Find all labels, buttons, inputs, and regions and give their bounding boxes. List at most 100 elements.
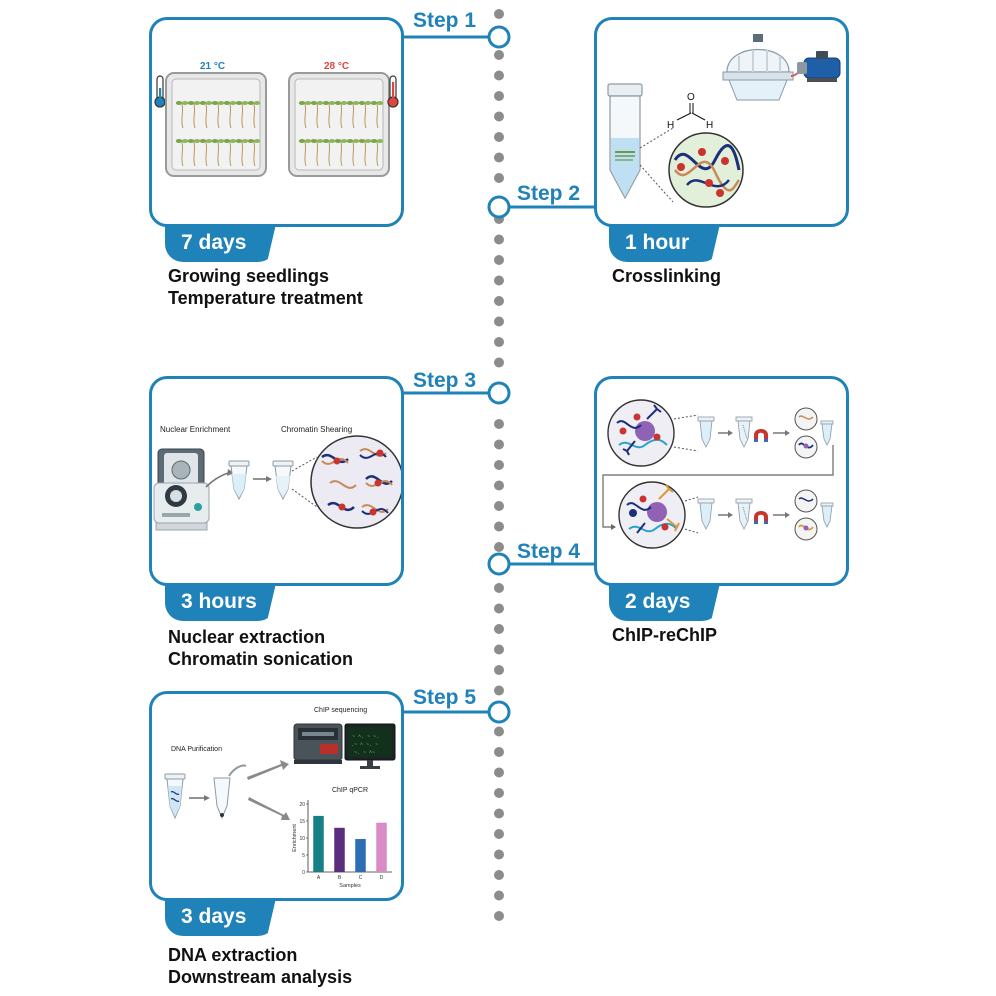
timeline-dot: [494, 480, 504, 491]
y-tick-label: 5: [302, 853, 305, 859]
sheared-chromatin-zoom: [310, 435, 401, 529]
step5-card: DNA Purification ChIP sequencing: [149, 691, 404, 901]
temp-low-label: 21 °C: [200, 61, 226, 72]
step2-card: O H H: [594, 17, 849, 227]
step5-desc-line-2: Downstream analysis: [168, 967, 353, 987]
timeline-dot: [494, 890, 504, 901]
seedling: [322, 101, 336, 129]
timeline-dot: [494, 788, 504, 798]
svg-text:O: O: [687, 92, 695, 103]
magnet-icon-1: [754, 429, 768, 442]
chart-title: ChIP qPCR: [332, 787, 368, 794]
step1-desc-line-1: Growing seedlings: [168, 266, 330, 286]
chip-rechip-illustration: [602, 399, 834, 549]
step1-duration-badge: 7 days: [165, 224, 276, 262]
step1-description: Growing seedlings Temperature treatment: [168, 265, 363, 309]
timeline-dot: [494, 665, 504, 675]
step1-node: [487, 25, 511, 49]
timeline-dot: [494, 91, 504, 101]
step2-duration-badge: 1 hour: [609, 224, 720, 262]
formaldehyde-structure: O H H: [667, 92, 713, 131]
timeline-dot: [494, 234, 504, 245]
timeline-dot: [494, 747, 504, 757]
microtube-r2-b: [735, 498, 753, 530]
x-tick-label: A: [317, 875, 321, 881]
x-axis-label: Samples: [339, 883, 361, 889]
timeline-dot: [494, 870, 504, 880]
bar-C: [355, 839, 366, 872]
timeline-dot: [494, 296, 504, 306]
svg-text:~ ^. ~ ~.: ~ ^. ~ ~.: [352, 734, 379, 740]
timeline-dot: [494, 521, 504, 532]
timeline-dot: [494, 726, 504, 737]
seedling: [370, 101, 384, 129]
timeline-dot: [494, 501, 504, 511]
seedling: [346, 139, 360, 167]
step1-desc-line-2: Temperature treatment: [168, 288, 363, 308]
y-axis-label: Enrichment: [292, 824, 298, 852]
y-tick-label: 15: [299, 819, 305, 825]
timeline-dot: [494, 583, 504, 593]
y-tick-label: 10: [299, 836, 305, 842]
seedling: [298, 101, 312, 129]
timeline-dot: [494, 70, 504, 81]
conical-tube-icon: [607, 83, 643, 200]
timeline-dot: [494, 9, 504, 19]
seedling: [211, 139, 225, 167]
timeline-dot: [494, 337, 504, 347]
seedling: [310, 101, 324, 129]
microtube-r1-b: [735, 416, 753, 448]
monitor-icon: ~ ^. ~ ~. .~ ^ ~. ~ ~. ~ ^~: [344, 723, 396, 769]
timeline-dot: [494, 132, 504, 142]
timeline-dot: [494, 173, 504, 183]
seedling: [235, 101, 249, 129]
timeline-dot: [494, 255, 504, 265]
step4-description: ChIP-reChIP: [612, 624, 717, 646]
bar-A: [313, 815, 324, 872]
chromatin-shearing-label: Chromatin Shearing: [281, 425, 353, 434]
step4-desc-line-1: ChIP-reChIP: [612, 625, 718, 645]
timeline-dot: [494, 808, 504, 819]
step5-desc-line-1: DNA extraction: [168, 945, 298, 965]
timeline-dot: [494, 849, 504, 860]
thermometer-hot-icon: [387, 75, 399, 108]
seedling: [247, 139, 261, 167]
seedling: [322, 139, 336, 167]
bar-D: [376, 822, 387, 872]
dna-tube-icon: [164, 773, 186, 820]
step4-card: [594, 376, 849, 586]
vacuum-pump-icon: [797, 51, 841, 82]
svg-text:.~ ^ ~. ~: .~ ^ ~. ~: [351, 742, 378, 748]
timeline-dot: [494, 685, 504, 696]
timeline-dot: [494, 316, 504, 327]
seedling: [235, 139, 249, 167]
timeline-dot: [494, 829, 504, 839]
chip-round-2: [618, 481, 686, 549]
seedling: [247, 101, 261, 129]
step3-card: Nuclear Enrichment Chromatin Shearing: [149, 376, 404, 586]
seedling: [298, 139, 312, 167]
timeline-dot: [494, 50, 504, 60]
seedling: [358, 101, 372, 129]
x-tick-label: B: [338, 875, 342, 881]
step2-desc-line-1: Crosslinking: [612, 266, 722, 286]
bar-B: [334, 827, 345, 872]
seedling: [199, 139, 213, 167]
microtube-r1-a: [697, 416, 715, 448]
step4-label: Step 4: [517, 540, 581, 563]
y-tick-label: 20: [299, 802, 305, 808]
step1-card: 21 °C 28 °C: [149, 17, 404, 227]
seedling: [175, 139, 189, 167]
y-tick-label: 0: [302, 870, 305, 876]
timeline-dot: [494, 357, 504, 368]
step1-label: Step 1: [413, 9, 477, 32]
step3-desc-line-2: Chromatin sonication: [168, 649, 354, 669]
timeline-dot: [494, 275, 504, 286]
timeline-dot: [494, 111, 504, 122]
svg-text:H: H: [706, 120, 713, 131]
step5-node: [487, 700, 511, 724]
microtube-r1-c: [820, 420, 834, 446]
seedling: [358, 139, 372, 167]
sequencer-icon: [293, 723, 343, 764]
